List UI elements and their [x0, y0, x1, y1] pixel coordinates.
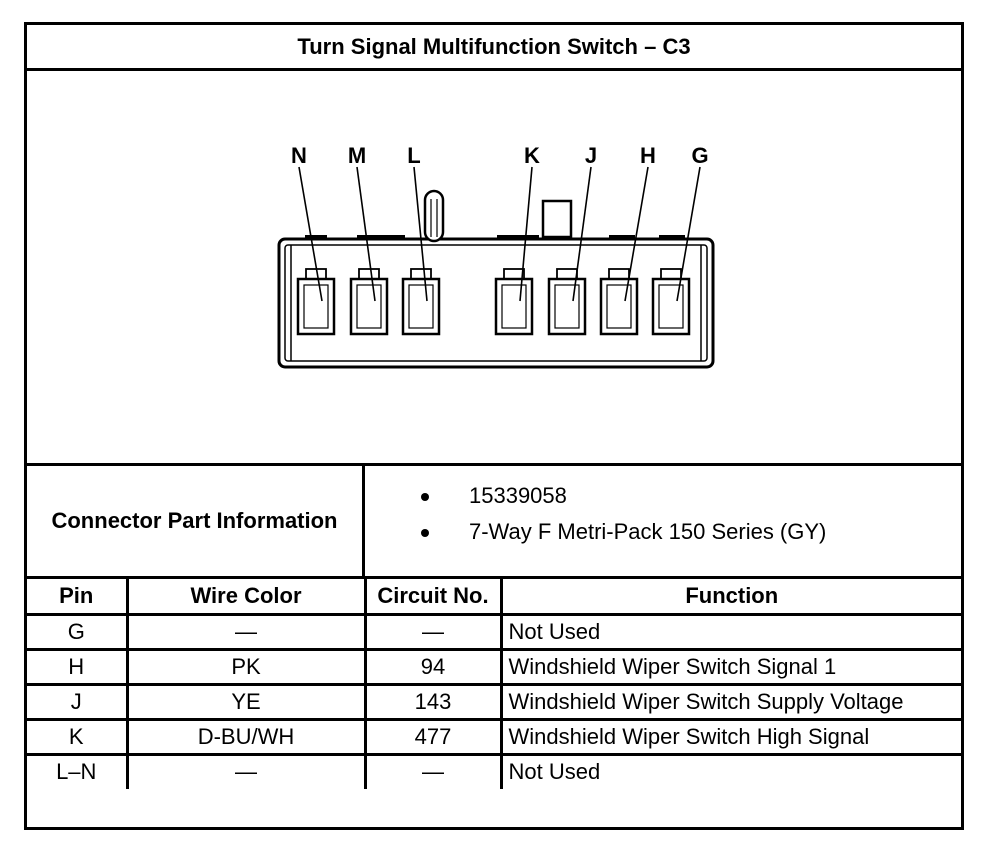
cell-wire-color: D-BU/WH — [125, 717, 367, 756]
pin-cavity-l — [401, 268, 441, 336]
cell-wire-color: — — [125, 752, 367, 789]
cell-pin: J — [27, 682, 129, 721]
pinout-header-row: Pin Wire Color Circuit No. Function — [27, 579, 961, 616]
cell-function: Windshield Wiper Switch High Signal — [499, 717, 961, 756]
pin-cavity-m — [349, 268, 389, 336]
leader-line-n — [298, 166, 323, 302]
table-row: H PK 94 Windshield Wiper Switch Signal 1 — [27, 647, 961, 686]
cell-circuit: — — [363, 752, 503, 789]
cell-pin: K — [27, 717, 129, 756]
pin-label-k: K — [524, 143, 540, 168]
cell-wire-color: — — [125, 612, 367, 651]
cell-pin: L–N — [27, 752, 129, 789]
table-row: K D-BU/WH 477 Windshield Wiper Switch Hi… — [27, 717, 961, 756]
header-pin: Pin — [27, 579, 129, 616]
part-info-label: Connector Part Information — [27, 466, 365, 576]
pin-label-l: L — [407, 143, 420, 168]
leader-line-k — [519, 166, 533, 302]
pin-cavity-j — [547, 268, 587, 336]
header-wire-color: Wire Color — [125, 579, 367, 616]
pin-cavity-h — [599, 268, 639, 336]
pin-cavity-k — [494, 268, 534, 336]
connector-series: 7-Way F Metri-Pack 150 Series (GY) — [469, 519, 827, 544]
bullet-icon — [421, 529, 429, 537]
table-row: L–N — — Not Used — [27, 752, 961, 789]
cell-pin: H — [27, 647, 129, 686]
part-info-list: 15339058 7-Way F Metri-Pack 150 Series (… — [365, 466, 961, 576]
cell-function: Not Used — [499, 612, 961, 651]
connector-housing — [277, 235, 715, 369]
pin-label-g: G — [691, 143, 708, 168]
cell-circuit: 94 — [363, 647, 503, 686]
leader-line-g — [676, 166, 701, 302]
cell-function: Windshield Wiper Switch Signal 1 — [499, 647, 961, 686]
table-row: J YE 143 Windshield Wiper Switch Supply … — [27, 682, 961, 721]
cell-circuit: 143 — [363, 682, 503, 721]
cell-wire-color: YE — [125, 682, 367, 721]
leader-line-h — [624, 166, 649, 302]
connector-key — [541, 199, 573, 239]
cell-circuit: — — [363, 612, 503, 651]
leader-line-m — [356, 166, 376, 302]
pin-label-m: M — [348, 143, 366, 168]
table-row: G — — Not Used — [27, 612, 961, 651]
cell-pin: G — [27, 612, 129, 651]
cell-function: Not Used — [499, 752, 961, 789]
diagram-title: Turn Signal Multifunction Switch – C3 — [27, 25, 961, 71]
cell-function: Windshield Wiper Switch Supply Voltage — [499, 682, 961, 721]
pinout-table: Pin Wire Color Circuit No. Function G — … — [27, 579, 961, 789]
connector-latch — [423, 189, 445, 243]
pin-label-h: H — [640, 143, 656, 168]
part-number: 15339058 — [469, 483, 567, 508]
connector-part-info: Connector Part Information 15339058 7-Wa… — [27, 463, 961, 579]
connector-diagram: Turn Signal Multifunction Switch – C3 — [24, 22, 964, 830]
pin-cavity-g — [651, 268, 691, 336]
bullet-icon — [421, 493, 429, 501]
pin-label-j: J — [585, 143, 597, 168]
leader-line-j — [572, 166, 592, 302]
cell-circuit: 477 — [363, 717, 503, 756]
connector-series-item: 7-Way F Metri-Pack 150 Series (GY) — [365, 517, 961, 547]
header-function: Function — [499, 579, 961, 616]
cell-wire-color: PK — [125, 647, 367, 686]
pin-cavity-n — [296, 268, 336, 336]
header-circuit: Circuit No. — [363, 579, 503, 616]
part-number-item: 15339058 — [365, 481, 961, 511]
leader-line-l — [413, 166, 428, 302]
pin-label-n: N — [291, 143, 307, 168]
